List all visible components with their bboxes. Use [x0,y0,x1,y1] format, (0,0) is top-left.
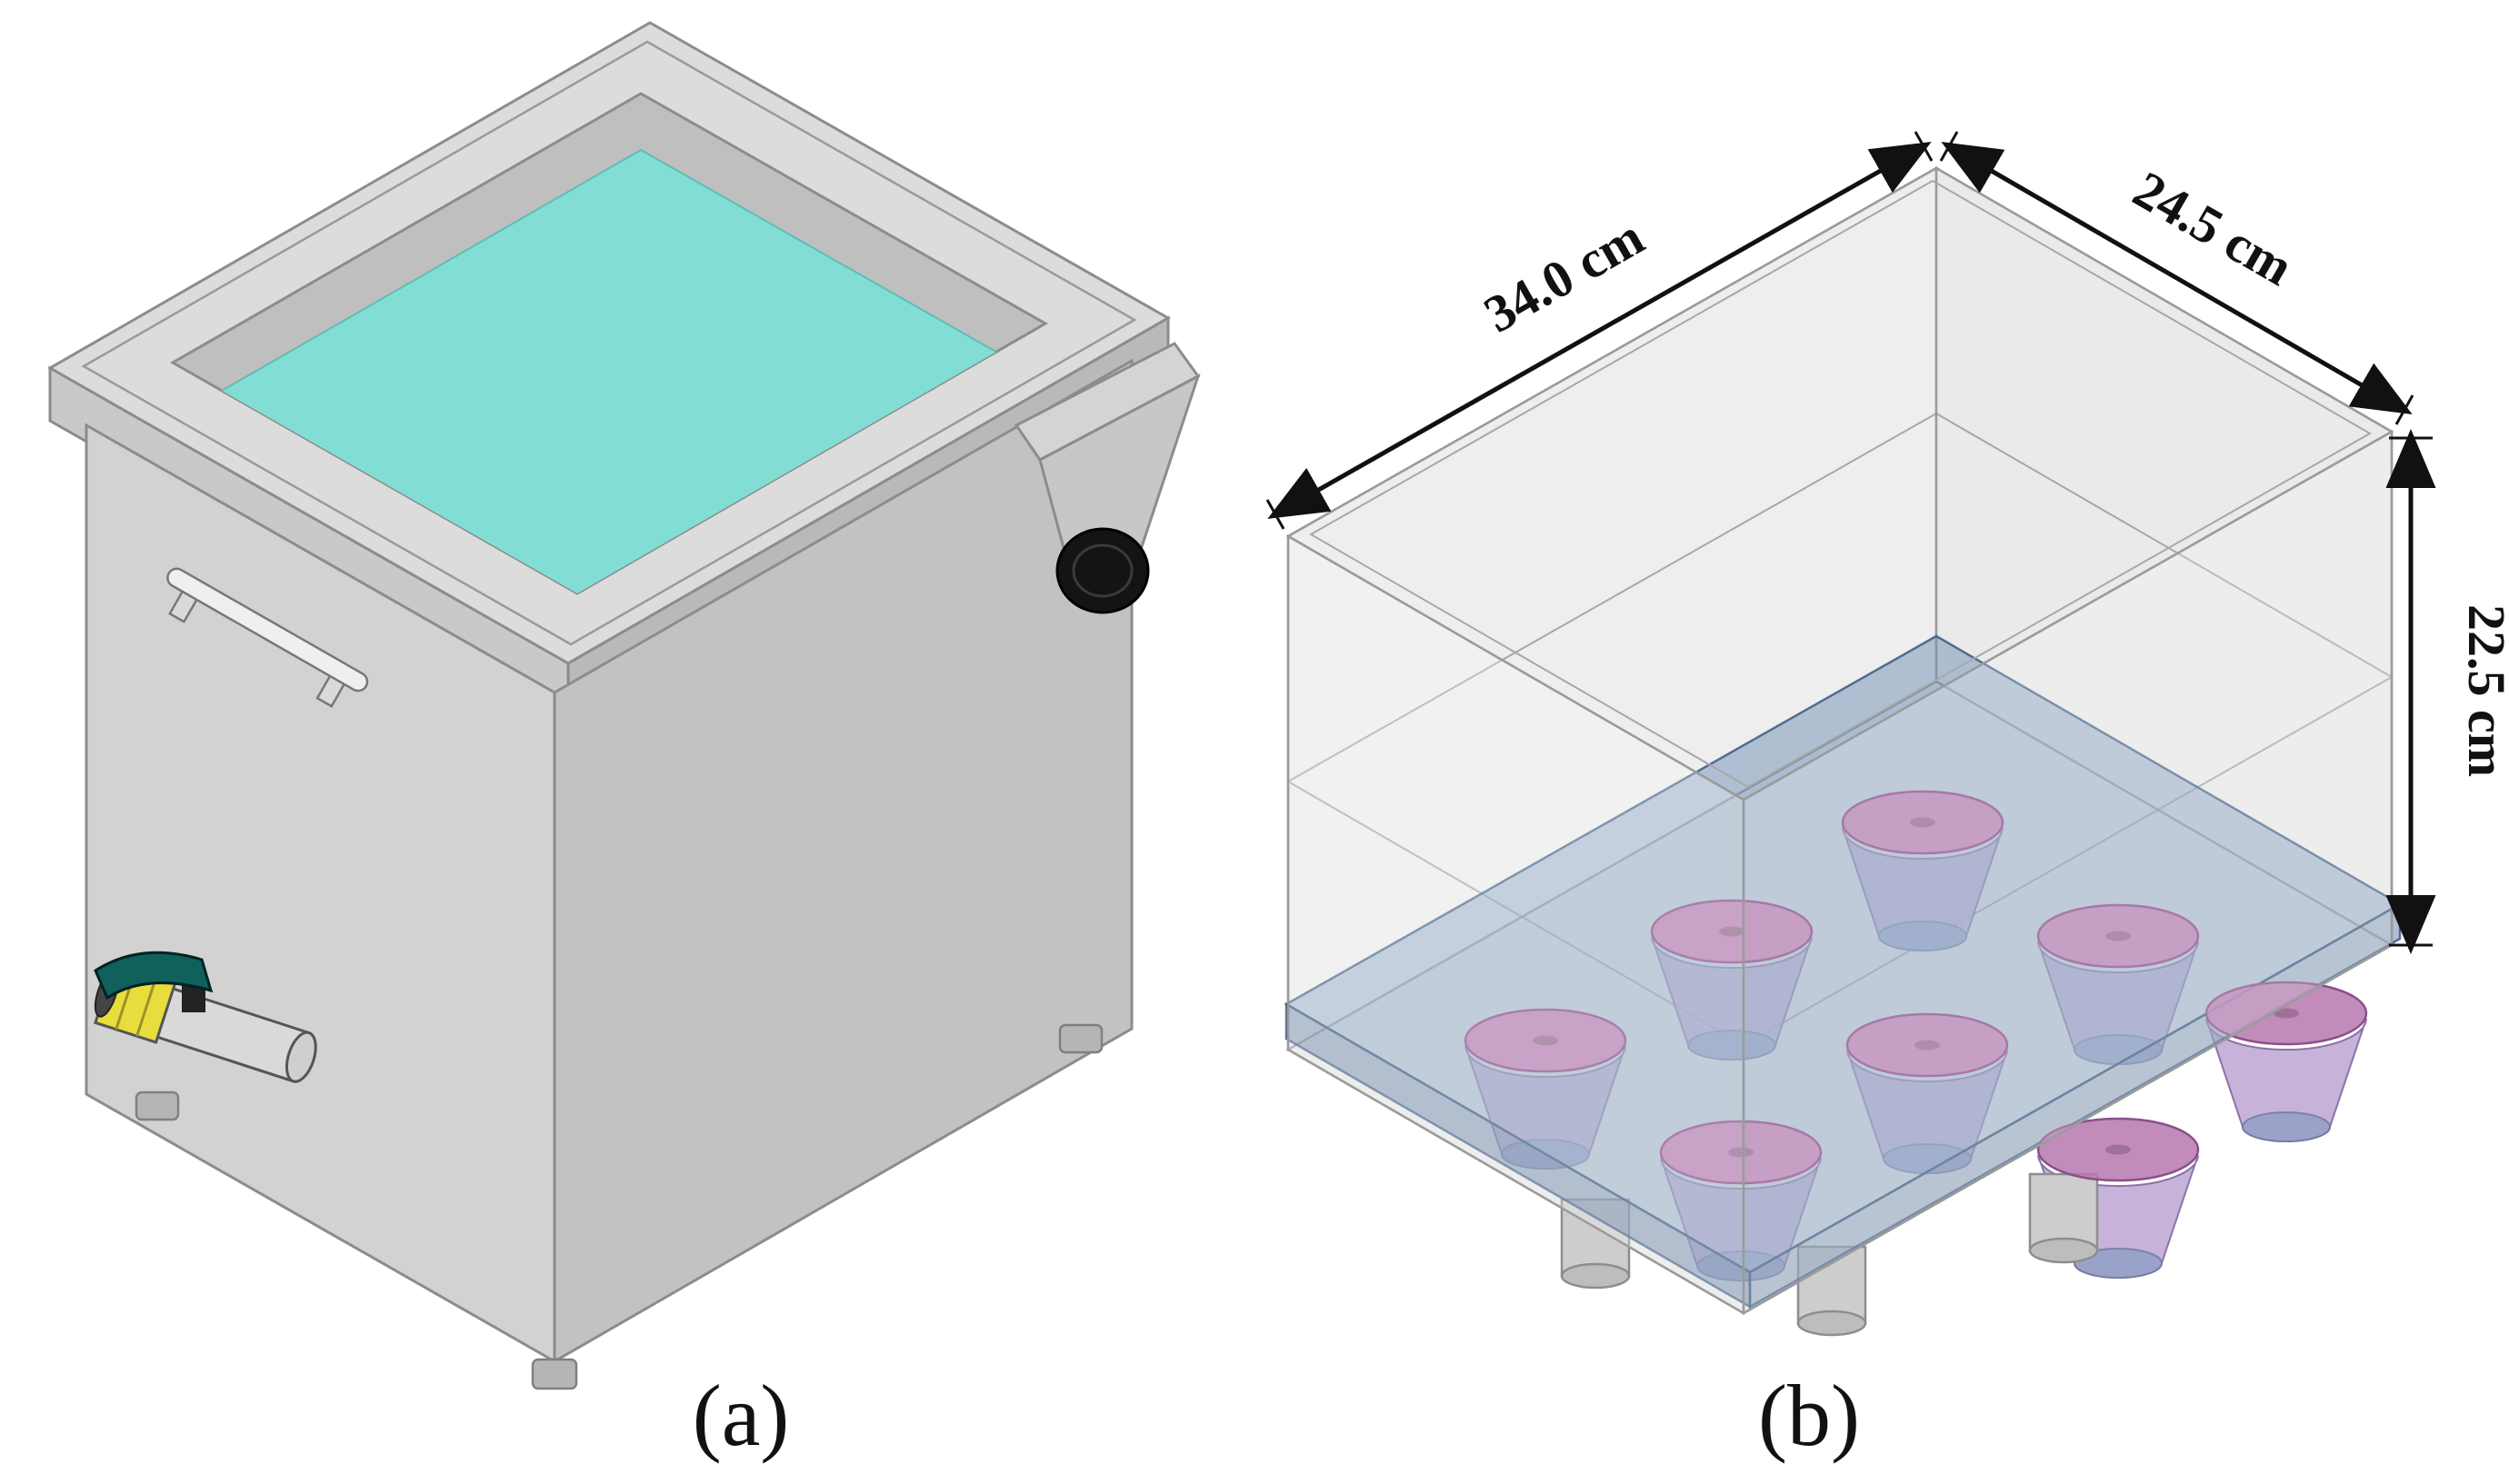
tank-feet [135,1023,1104,1390]
valve-lever [94,951,214,1001]
sample-cone-top [1841,790,2004,855]
sample-cone-center [2105,1144,2131,1155]
panel-a-label: (a) [693,1367,790,1464]
dimension-depth-label: 34.0 cm [1474,207,1654,344]
sample-cone-top [2036,1117,2200,1182]
sample-cone-center [1914,1040,1940,1051]
sample-cone-base [2074,1248,2163,1279]
tank-handle [166,567,369,708]
tank-right-face [553,358,1134,1364]
dimension-width-arrow [1941,141,2413,415]
dimension-width-label: 24.5 cm [2124,159,2303,296]
knob [1055,527,1150,614]
valve-body-cap [285,1031,317,1083]
sample-cone-center [1533,1035,1558,1046]
panel-a: (a) [46,21,1201,1464]
side-bracket [1014,342,1201,614]
cassette-foot-base [1560,1262,1631,1290]
panel-b: 34.0 cm 24.5 cm 22.5 cm (b) [1265,131,2509,1464]
sample-cone-center [1728,1147,1754,1158]
sample-cone-base [2242,1111,2331,1142]
knob-face [1072,543,1134,598]
dimension-height [2385,429,2436,954]
sample-cone-center [1910,817,1935,828]
panel-b-label: (b) [1758,1367,1860,1464]
sample-cone-top [1650,899,1814,964]
sample-cone-center [2274,1008,2299,1019]
handle-bar [166,567,369,692]
drain-valve [94,951,317,1083]
cassette-foot-base [1796,1310,1867,1337]
dimension-depth-arrow [1267,142,1932,519]
sample-cone-top [1464,1008,1627,1073]
sample-cone-top [1659,1120,1823,1185]
dimension-depth [1265,131,1934,530]
sample-cone-top [1845,1012,2009,1078]
cassette-foot-base [2028,1237,2099,1264]
sample-cone-center [1719,926,1744,937]
dimension-height-label: 22.5 cm [2457,604,2509,777]
tank-lid-rim [81,40,1137,646]
dimension-width [1939,131,2414,425]
sample-cone-center [2105,931,2131,941]
sample-cone-top [2036,903,2200,969]
